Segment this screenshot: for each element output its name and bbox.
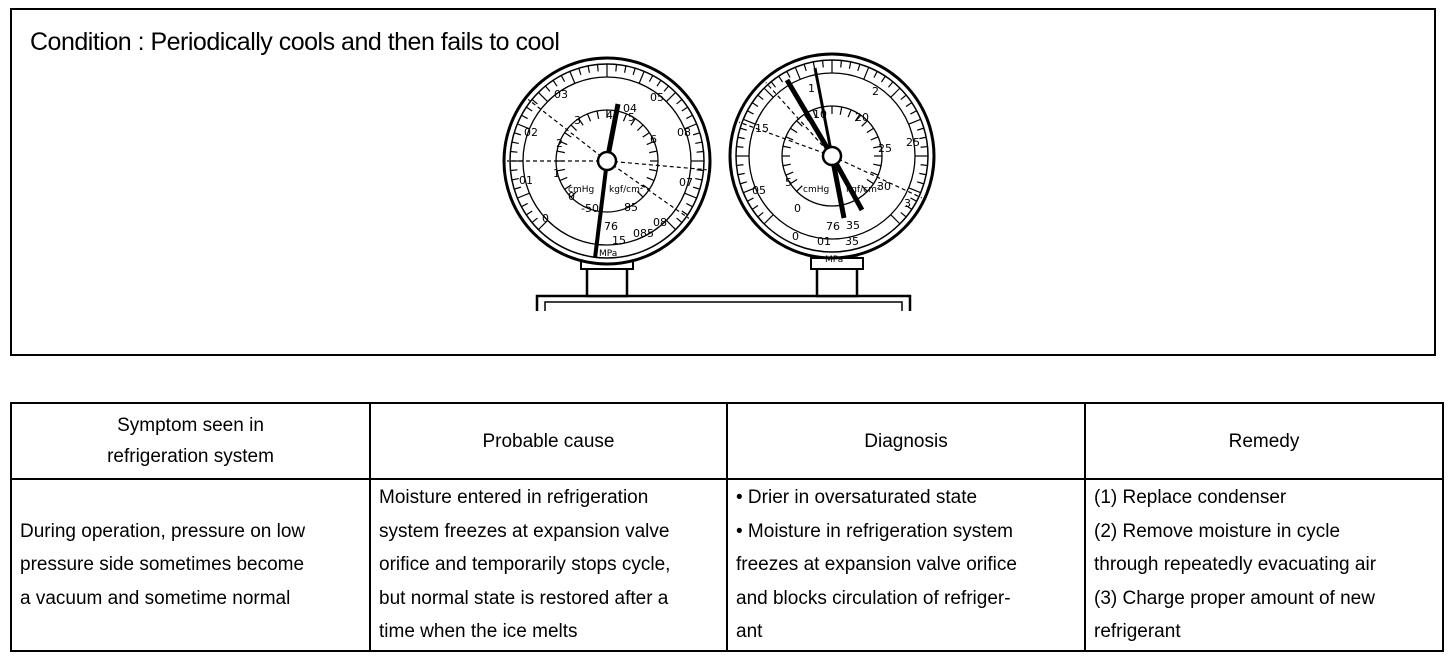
low-vacuum-mark: -50	[581, 202, 599, 215]
manifold-body	[535, 294, 912, 311]
low-outer-label: 08	[677, 126, 691, 139]
low-outer-label: 07	[679, 176, 693, 189]
cell-remedy: (1) Replace condenser (2) Remove moistur…	[1084, 478, 1444, 652]
low-inner-label: 6	[650, 133, 657, 146]
high-pressure-gauge: 1 2 15 25 05 3 0 01 35 10 20 25 5 0 76 3…	[728, 52, 936, 298]
high-outer-label: 3	[904, 197, 911, 210]
high-inner-label: 0	[794, 202, 801, 215]
low-outer-label: 03	[554, 88, 568, 101]
low-inner-label: 4	[606, 109, 613, 122]
high-outer-label: 05	[752, 184, 766, 197]
low-outer-label: 02	[524, 126, 538, 139]
high-outer-label: 01	[817, 235, 831, 248]
high-inner-label: 5	[785, 176, 792, 189]
high-outer-label: 25	[906, 136, 920, 149]
high-outer-label: 1	[808, 82, 815, 95]
low-inner-label: 2	[556, 137, 563, 150]
header-remedy: Remedy	[1084, 402, 1444, 480]
low-inner-label: 3	[574, 114, 581, 127]
header-probable-cause: Probable cause	[369, 402, 728, 480]
low-gauge-hub	[596, 150, 618, 172]
high-outer-label: 15	[755, 122, 769, 135]
low-outer-label: 05	[650, 91, 664, 104]
low-pressure-gauge: 04 05 03 08 02 07 01 0 085 08 4 5 3 6 2 …	[502, 56, 712, 298]
high-units-right: kgf/cm²	[846, 185, 881, 195]
high-inner-label: 35	[846, 219, 860, 232]
manifold-gauge-illustration: 04 05 03 08 02 07 01 0 085 08 4 5 3 6 2 …	[502, 52, 936, 311]
table-header-row: Symptom seen in refrigeration system Pro…	[10, 402, 1444, 480]
low-outer-label: 08	[653, 216, 667, 229]
low-outer-label: 085	[633, 227, 654, 240]
low-inner-label: 85	[624, 201, 638, 214]
low-units-right: kgf/cm²	[609, 185, 644, 195]
reference-dashed-lines	[507, 98, 707, 219]
low-outer-label: 01	[519, 174, 533, 187]
high-outer-label: 35	[845, 235, 859, 248]
condition-title: Condition : Periodically cools and then …	[30, 28, 560, 56]
high-outer-label: 0	[792, 230, 799, 243]
low-outer-label: 0	[542, 212, 549, 225]
high-inner-label: 20	[855, 111, 869, 124]
high-unit-label: MPa	[825, 255, 843, 265]
high-gauge-needles	[784, 67, 865, 219]
low-inner-label: 5	[628, 111, 635, 124]
low-inner-label: 1	[553, 167, 560, 180]
high-inner-label: 30	[877, 180, 891, 193]
high-inner-label: 25	[878, 142, 892, 155]
diagnosis-table: Symptom seen in refrigeration system Pro…	[10, 402, 1444, 652]
tick-marks	[736, 60, 928, 225]
low-outer-label: 04	[623, 102, 637, 115]
low-inner-label: 76	[604, 220, 618, 233]
low-inner-label: 15	[612, 234, 626, 247]
header-symptom: Symptom seen in refrigeration system	[10, 402, 371, 480]
low-units-left: cmHg	[568, 185, 594, 195]
cell-probable-cause: Moisture entered in refrigeration system…	[369, 478, 728, 652]
header-diagnosis: Diagnosis	[726, 402, 1086, 480]
low-unit-label: MPa	[599, 249, 617, 259]
high-gauge-hub	[821, 145, 843, 167]
table-row: During operation, pressure on low pressu…	[10, 478, 1444, 652]
high-inner-label: 76	[826, 220, 840, 233]
low-inner-label: 0	[568, 190, 575, 203]
high-units-left: cmHg	[803, 185, 829, 195]
reference-dashed-lines	[738, 82, 922, 199]
tick-marks	[510, 64, 704, 231]
high-outer-label: 2	[872, 85, 879, 98]
cell-diagnosis: • Drier in oversaturated state • Moistur…	[726, 478, 1086, 652]
condition-panel: Condition : Periodically cools and then …	[10, 8, 1436, 356]
cell-symptom: During operation, pressure on low pressu…	[10, 478, 371, 652]
